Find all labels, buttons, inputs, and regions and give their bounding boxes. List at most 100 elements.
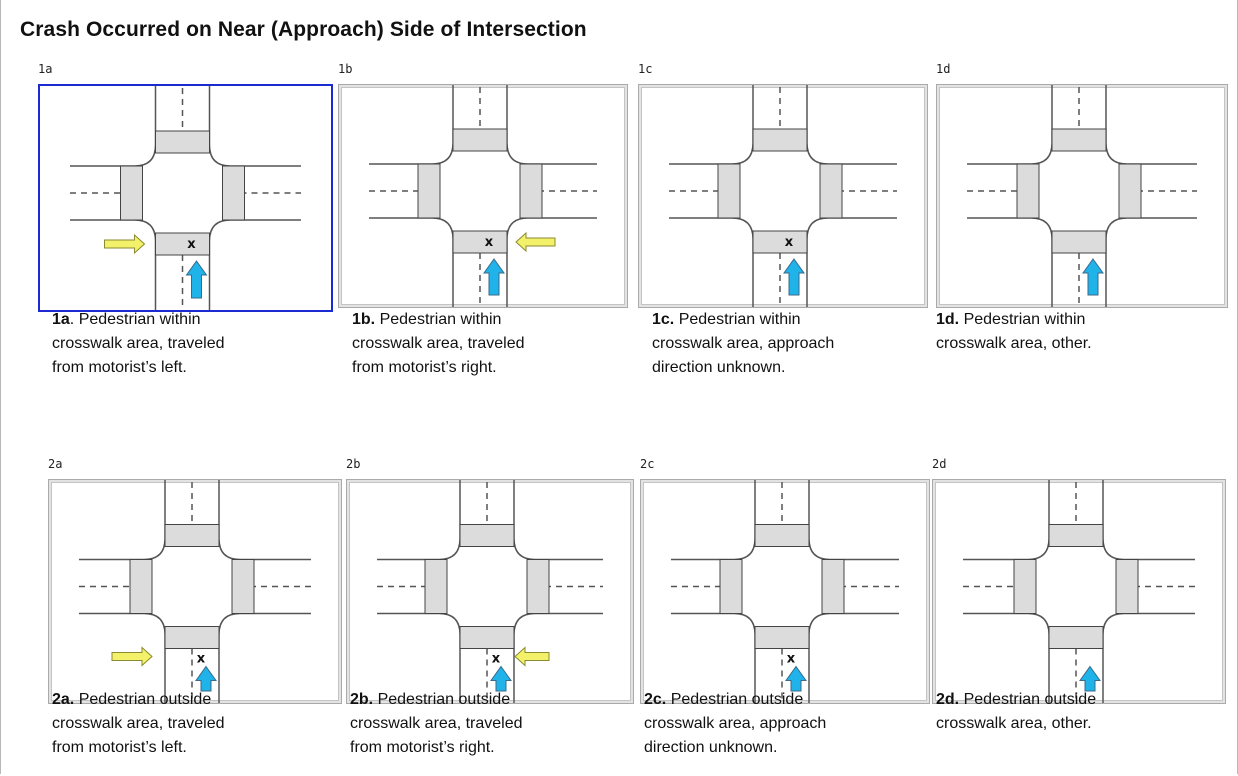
panel-tag: 2c <box>640 457 655 471</box>
crosswalk-north <box>752 128 808 152</box>
intersection-roads <box>70 86 301 310</box>
vehicle-arrow-icon <box>185 260 208 299</box>
caption-text: Pedestrian outside <box>74 691 212 708</box>
intersection-svg <box>967 85 1197 307</box>
crosswalk-south <box>459 626 515 649</box>
panel-tag: 2b <box>346 457 361 471</box>
intersection-diagram[interactable] <box>932 479 1226 704</box>
crash-marker-x: x <box>197 652 206 667</box>
crosswalk-south <box>155 232 210 256</box>
vehicle-arrow-icon <box>195 665 217 692</box>
crash-marker-x: x <box>187 237 196 252</box>
crosswalk-east <box>1118 163 1142 219</box>
crosswalk-south <box>452 230 508 254</box>
intersection-diagram[interactable]: x <box>346 479 634 704</box>
crosswalk-south <box>1051 230 1107 254</box>
crosswalk-north <box>1051 128 1107 152</box>
intersection-diagram[interactable]: x <box>38 84 333 312</box>
crash-marker-x: x <box>785 235 794 250</box>
crosswalk-east <box>526 559 550 614</box>
intersection-diagram[interactable] <box>936 84 1228 308</box>
crosswalks <box>719 524 845 649</box>
caption-line-1: 2d. Pedestrian outside <box>936 688 1096 712</box>
caption-line-1: 1b. Pedestrian within <box>352 308 525 332</box>
vehicle-arrow-icon <box>785 665 807 692</box>
panel-caption: 1b. Pedestrian within crosswalk area, tra… <box>352 308 525 380</box>
intersection-diagram[interactable]: x <box>338 84 628 308</box>
crosswalk-west <box>120 165 143 221</box>
caption-line2: crosswalk area, traveled <box>352 335 525 352</box>
caption-text: Pedestrian outside <box>959 691 1097 708</box>
caption-text: Pedestrian within <box>674 311 801 328</box>
caption-text: . Pedestrian within <box>69 311 201 328</box>
intersection-diagram[interactable]: x <box>48 479 342 704</box>
intersection-roads <box>669 85 897 307</box>
intersection-roads <box>671 480 899 703</box>
crosswalks <box>417 128 543 254</box>
crosswalk-north <box>164 524 220 547</box>
crosswalk-west <box>129 559 153 614</box>
panel-tag: 1c <box>638 62 653 76</box>
crash-marker-x: x <box>485 235 494 250</box>
intersection-diagram[interactable]: x <box>640 479 930 704</box>
caption-line2: crosswalk area, traveled <box>350 715 523 732</box>
caption-line-1: 2c. Pedestrian outside <box>644 688 826 712</box>
caption-line2: crosswalk area, approach <box>644 715 827 732</box>
intersection-roads <box>963 480 1195 703</box>
crosswalk-east <box>819 163 843 219</box>
intersection-roads <box>377 480 603 703</box>
crosswalk-west <box>717 163 741 219</box>
intersection-svg: x <box>669 85 897 307</box>
crash-marker-x: x <box>492 652 501 667</box>
caption-text: Pedestrian within <box>375 311 502 328</box>
intersection-roads <box>79 480 311 703</box>
caption-line2: crosswalk area, other. <box>936 335 1092 352</box>
intersection-svg: x <box>79 480 311 703</box>
pedestrian-arrow-icon <box>111 646 153 667</box>
caption-line-1: 1a. Pedestrian within <box>52 308 225 332</box>
caption-line3: direction unknown. <box>644 739 778 756</box>
caption-text: Pedestrian outside <box>373 691 511 708</box>
crosswalk-north <box>1048 524 1104 547</box>
crosswalk-north <box>452 128 508 152</box>
caption-code: 1b. <box>352 311 376 328</box>
crosswalk-south <box>164 626 220 649</box>
caption-line-1: 2a. Pedestrian outside <box>52 688 225 712</box>
intersection-svg: x <box>377 480 603 703</box>
crosswalk-north <box>754 524 810 547</box>
crosswalks <box>1016 128 1142 254</box>
panel-caption: 1a. Pedestrian within crosswalk area, tra… <box>52 308 225 380</box>
panel-tag: 1d <box>936 62 951 76</box>
caption-line3: from motorist’s right. <box>352 359 497 376</box>
crosswalks <box>717 128 843 254</box>
caption-code: 2b. <box>350 691 374 708</box>
crosswalk-north <box>155 130 210 154</box>
crash-marker-x: x <box>787 652 796 667</box>
panel-tag: 1b <box>338 62 353 76</box>
intersection-svg <box>963 480 1195 703</box>
crosswalk-east <box>231 559 255 614</box>
pedestrian-arrow-icon <box>514 646 550 667</box>
caption-code: 2c. <box>644 691 667 708</box>
intersection-diagram[interactable]: x <box>638 84 928 308</box>
page-title: Crash Occurred on Near (Approach) Side o… <box>20 18 587 41</box>
crosswalk-east <box>1115 559 1139 614</box>
crosswalk-east <box>519 163 543 219</box>
caption-line-1: 2b. Pedestrian outside <box>350 688 523 712</box>
caption-line2: crosswalk area, traveled <box>52 335 225 352</box>
caption-line3: from motorist’s right. <box>350 739 495 756</box>
intersection-svg: x <box>369 85 597 307</box>
intersection-roads <box>369 85 597 307</box>
panel-tag: 2a <box>48 457 63 471</box>
crosswalk-west <box>1016 163 1040 219</box>
pedestrian-arrow-icon <box>104 233 146 255</box>
caption-line-1: 1c. Pedestrian within <box>652 308 834 332</box>
pedestrian-arrow-icon <box>515 231 556 253</box>
crosswalk-west <box>1013 559 1037 614</box>
caption-line3: from motorist’s left. <box>52 739 187 756</box>
crosswalk-south <box>752 230 808 254</box>
